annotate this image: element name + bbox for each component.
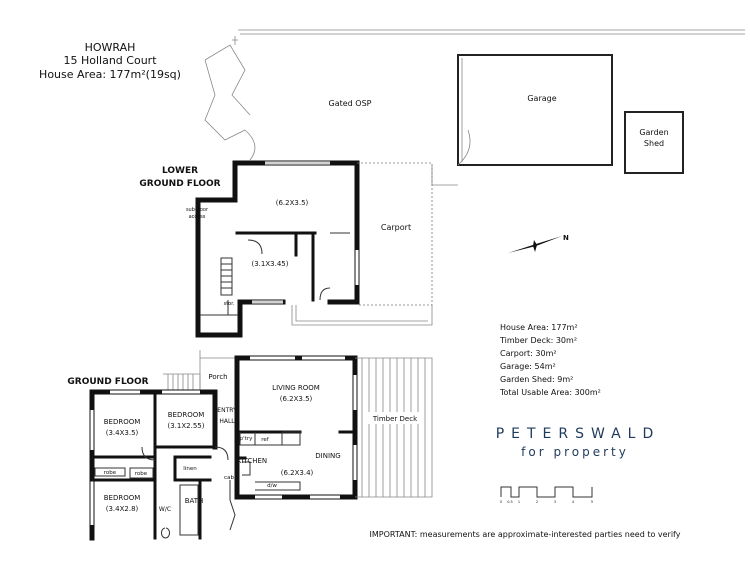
bedroom-1-label: BEDROOM (104, 418, 141, 426)
timber-deck: Timber Deck (355, 357, 433, 498)
gated-osp-label: Gated OSP (329, 99, 372, 108)
lower-ground-floor: LOWER GROUND FLOOR sub-floor access (6.2… (139, 160, 360, 338)
scale-tick: 4 (572, 500, 575, 504)
bath-label: BATH (185, 497, 204, 505)
kitchen-dim: (6.2X3.4) (281, 469, 314, 477)
area-summary: House Area: 177m² Timber Deck: 30m² Carp… (499, 323, 601, 397)
bedroom-2-dim: (3.1X2.55) (168, 422, 205, 430)
lower-room-large-dim: (6.2X3.5) (276, 199, 309, 207)
scale-tick: 1 (518, 500, 520, 504)
ground-floor-title: GROUND FLOOR (67, 377, 148, 387)
scale-tick: 3 (554, 500, 556, 504)
carport: Carport (291, 162, 433, 326)
entry-hall-label-1: ENTRY (217, 407, 237, 414)
lower-ground-title-2: GROUND FLOOR (139, 179, 220, 189)
timber-deck-label: Timber Deck (372, 415, 418, 423)
scale-tick: 2 (536, 500, 538, 504)
ref-label: ref (261, 437, 270, 443)
lower-room-small-dim: (3.1X3.45) (252, 260, 289, 268)
porch-label: Porch (208, 373, 227, 381)
garden-shed: Garden Shed (624, 111, 684, 174)
logo-tagline: for property (521, 445, 629, 459)
garden-shed-label-2: Shed (644, 139, 664, 148)
scale-tick: 0.5 (507, 500, 513, 504)
house-area: House Area: 177m²(19sq) (39, 68, 181, 81)
entry-hall-label-2: HALL (219, 418, 235, 425)
bedroom-2-label: BEDROOM (168, 411, 205, 419)
area-line: Garden Shed: 9m² (500, 375, 573, 384)
suburb: HOWRAH (85, 41, 136, 54)
garage-label: Garage (527, 94, 556, 103)
subfloor-access-2: access (189, 214, 206, 220)
bedroom-3-label: BEDROOM (104, 494, 141, 502)
living-room-dim: (6.2X3.5) (280, 395, 313, 403)
garage: Garage (457, 54, 613, 166)
living-room-label: LIVING ROOM (272, 384, 320, 392)
peterswald-logo: PETERSWALD for property (496, 426, 661, 459)
north-label: N (563, 234, 569, 242)
dining-label: DINING (315, 452, 340, 460)
subfloor-access-1: sub-floor (186, 207, 209, 213)
linen-label: linen (183, 466, 197, 472)
wc-label: W/C (159, 506, 171, 513)
dishwasher-label: d/w (267, 483, 277, 489)
storage-label: stor. (224, 301, 235, 307)
robe-1-label: robe (104, 470, 117, 476)
area-line: Total Usable Area: 300m² (499, 388, 601, 397)
north-arrow-icon: N (508, 234, 569, 253)
lower-ground-title-1: LOWER (162, 166, 198, 176)
scale-tick: 0 (500, 500, 502, 504)
address: 15 Holland Court (63, 54, 157, 67)
scale-tick: 5 (591, 500, 593, 504)
bedroom-1-dim: (3.4X3.5) (106, 429, 139, 437)
area-line: Carport: 30m² (500, 349, 557, 358)
pantry-label: p'try (240, 436, 253, 442)
scale-bar: 0 0.5 1 2 3 4 5 (500, 486, 593, 504)
cab-label: cab (224, 475, 234, 481)
logo-name: PETERSWALD (496, 426, 661, 442)
area-line: House Area: 177m² (500, 323, 578, 332)
ground-floor: GROUND FLOOR Porch ENTRY HALL LIVING ROO… (67, 350, 358, 541)
bedroom-3-dim: (3.4X2.8) (106, 505, 139, 513)
kitchen-label: KITCHEN (237, 457, 267, 465)
carport-label: Carport (381, 223, 411, 232)
robe-2-label: robe (135, 471, 148, 477)
area-line: Garage: 54m² (500, 362, 556, 371)
disclaimer: IMPORTANT: measurements are approximate-… (370, 530, 681, 539)
area-line: Timber Deck: 30m² (499, 336, 577, 345)
garden-shed-label-1: Garden (639, 128, 668, 137)
gated-osp: Gated OSP (204, 29, 745, 186)
property-header: HOWRAH 15 Holland Court House Area: 177m… (39, 41, 181, 81)
